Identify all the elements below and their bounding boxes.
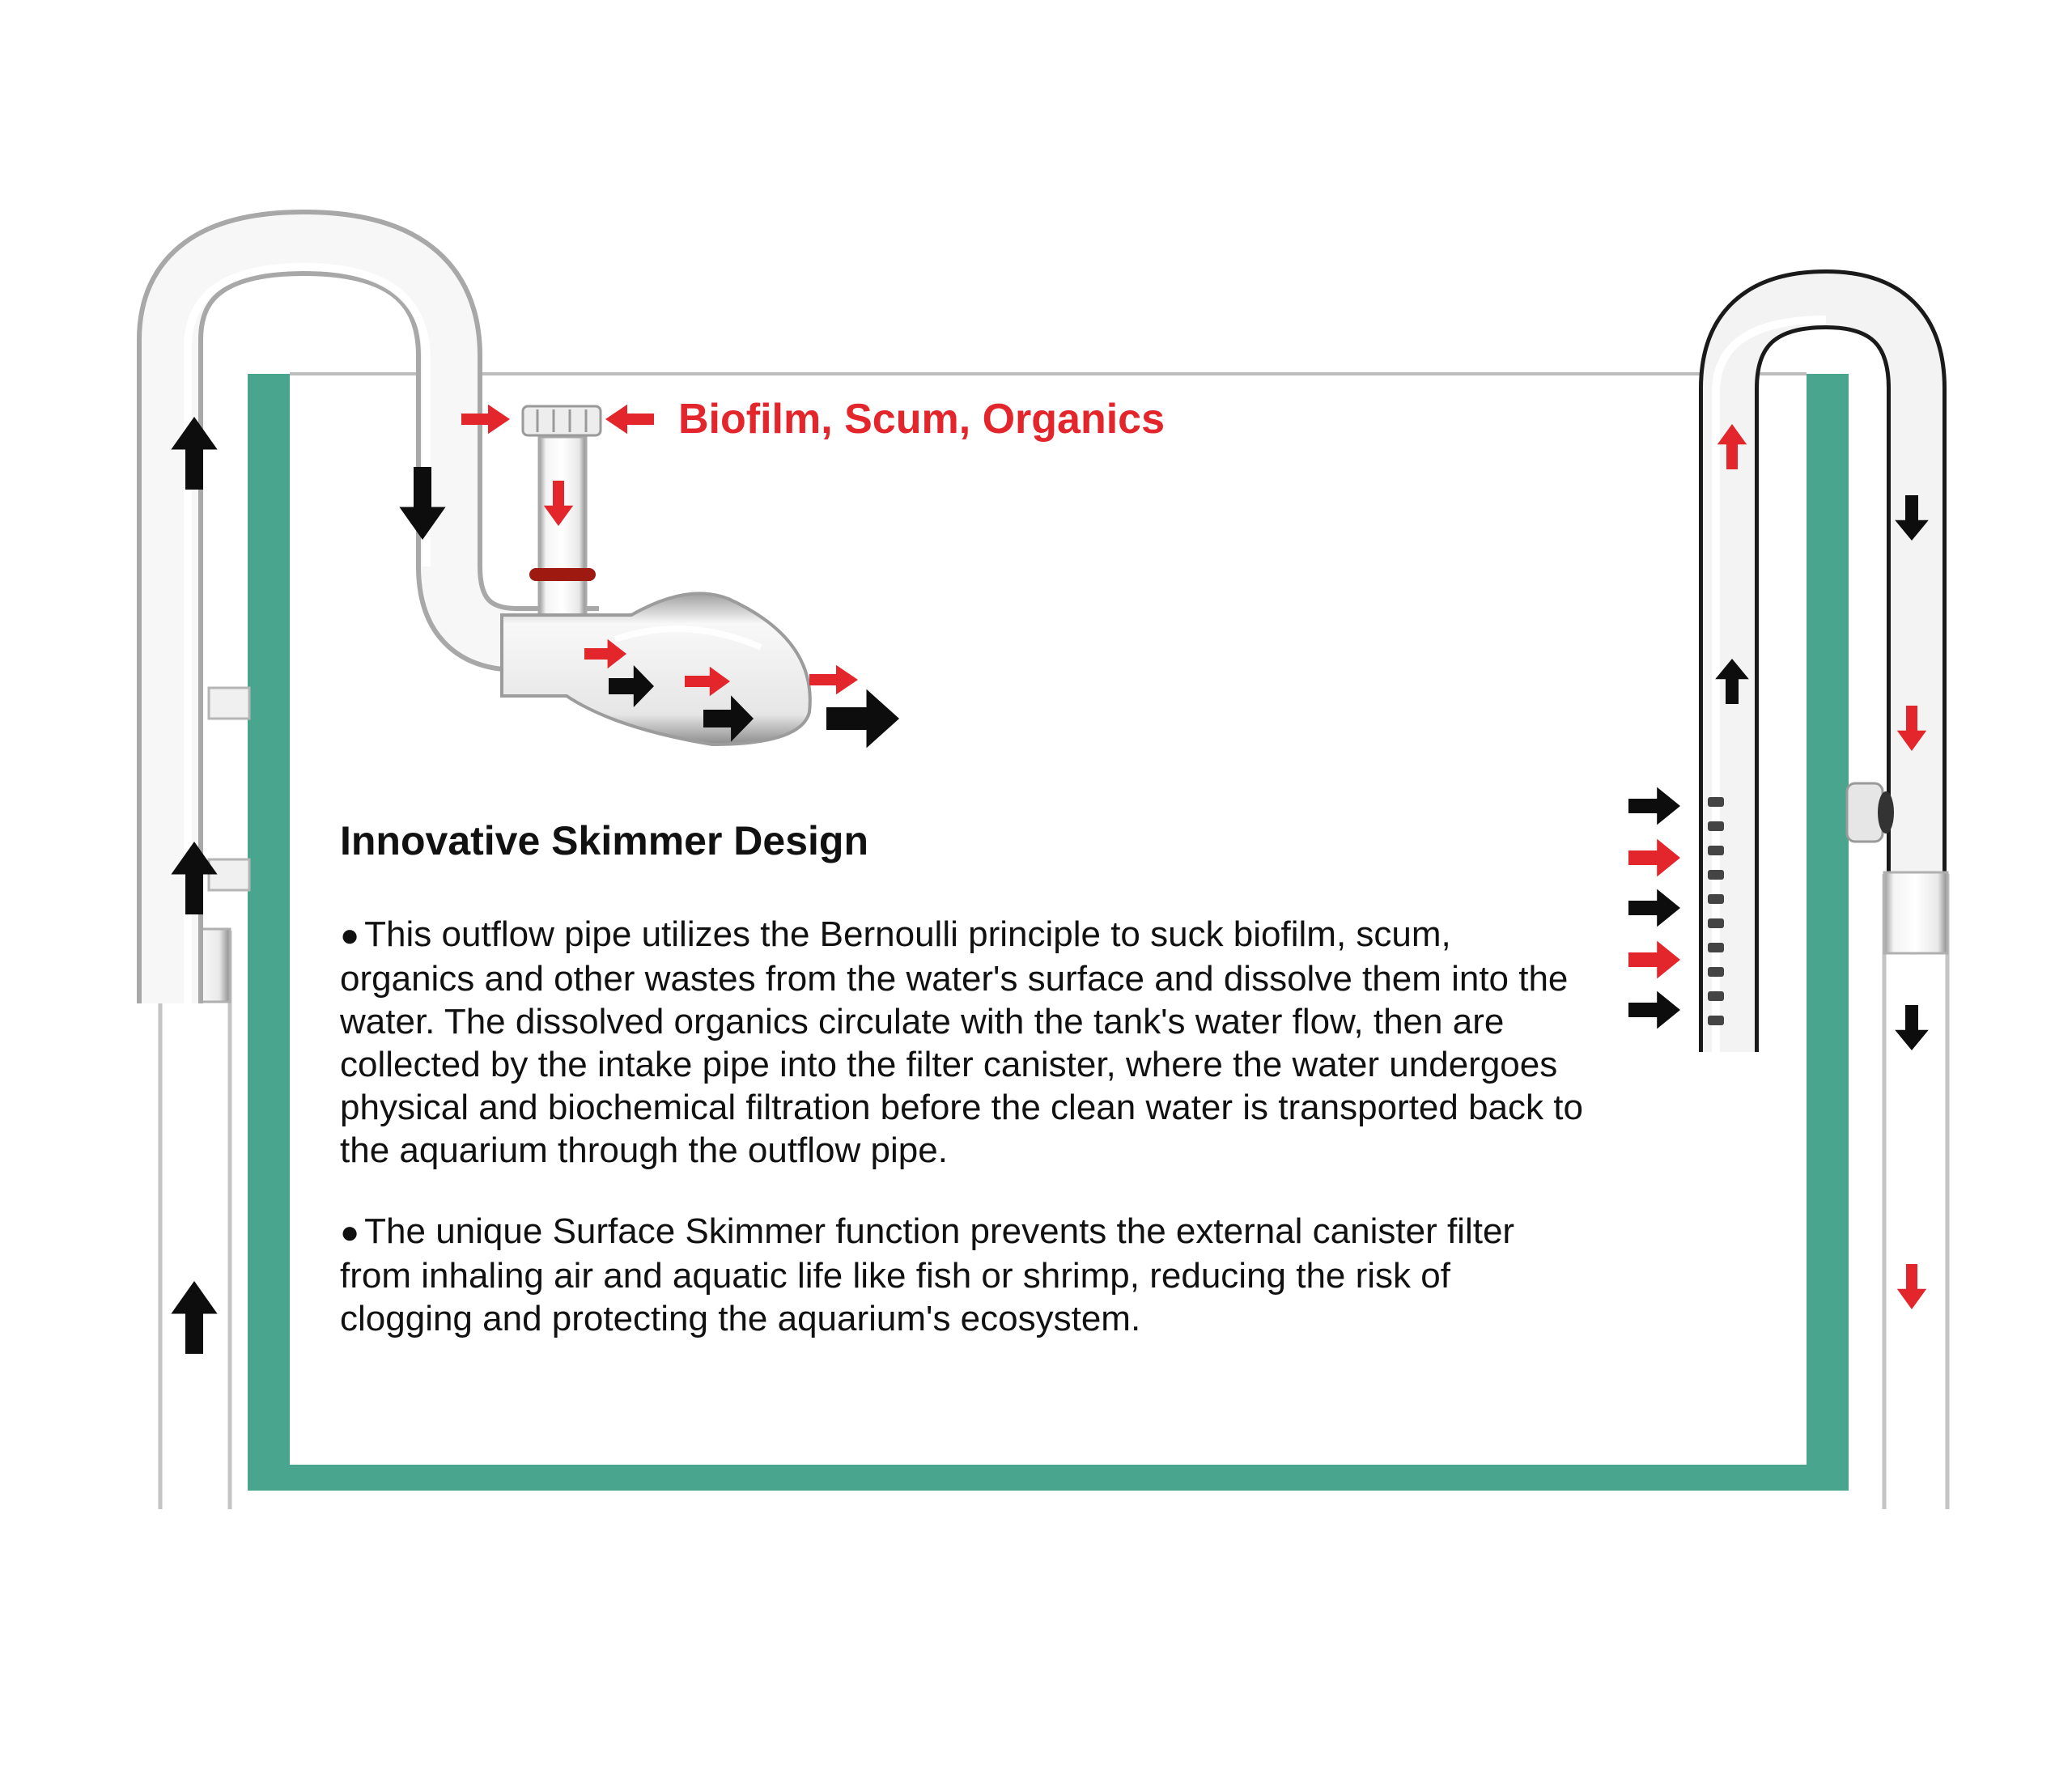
red-arrow-icon — [1628, 940, 1680, 979]
red-arrow-icon — [584, 638, 626, 669]
paragraph-1: ●This outflow pipe utilizes the Bernoull… — [340, 913, 1586, 1172]
black-arrow-icon — [1628, 990, 1680, 1029]
black-arrow-icon — [1715, 659, 1749, 704]
black-arrow-icon — [1895, 495, 1929, 541]
aquarium-tank — [248, 372, 1849, 1491]
intake-strainer — [1708, 797, 1724, 1025]
red-arrow-icon — [543, 481, 574, 526]
black-arrow-icon — [1628, 889, 1680, 927]
skimmer-inlet-icon — [521, 405, 602, 437]
pipe-clip-upper — [207, 686, 251, 720]
black-arrow-icon — [1895, 1005, 1929, 1050]
section-heading: Innovative Skimmer Design — [340, 818, 869, 863]
tank-left-wall — [248, 374, 290, 1491]
black-arrow-icon — [171, 417, 218, 490]
skimmer-venturi-body — [500, 592, 812, 747]
bullet-icon: ● — [340, 918, 360, 953]
black-arrow-icon — [826, 689, 899, 749]
black-arrow-icon — [1628, 787, 1680, 825]
seal-ring — [529, 568, 596, 581]
red-arrow-icon — [685, 666, 730, 697]
skimmer-column — [537, 435, 588, 649]
red-arrow-icon — [809, 664, 858, 695]
red-arrow-icon — [1896, 706, 1927, 751]
paragraph-2-text: The unique Surface Skimmer function prev… — [340, 1211, 1515, 1338]
intake-hose-connector — [1883, 871, 1949, 955]
tank-right-wall — [1807, 374, 1849, 1491]
black-arrow-icon — [171, 842, 218, 914]
suction-cup-icon — [1845, 782, 1894, 843]
red-arrow-icon — [1896, 1264, 1927, 1309]
black-arrow-icon — [399, 467, 446, 540]
red-arrow-icon — [1717, 424, 1747, 469]
black-arrow-icon — [703, 695, 754, 742]
red-arrow-icon — [1628, 838, 1680, 877]
red-arrow-icon — [605, 404, 654, 435]
black-arrow-icon — [171, 1281, 218, 1354]
pipe-clip-lower — [207, 858, 251, 892]
red-arrow-icon — [461, 404, 510, 435]
paragraph-2: ●The unique Surface Skimmer function pre… — [340, 1210, 1586, 1340]
callout-label: Biofilm, Scum, Organics — [678, 396, 1166, 443]
flow-arrows — [171, 404, 1929, 1354]
paragraph-1-text: This outflow pipe utilizes the Bernoulli… — [340, 914, 1583, 1170]
black-arrow-icon — [609, 665, 654, 707]
outflow-pipe — [137, 209, 812, 1509]
bullet-icon: ● — [340, 1215, 360, 1250]
tank-bottom-wall — [248, 1465, 1847, 1491]
intake-pipe — [1699, 269, 1950, 1509]
